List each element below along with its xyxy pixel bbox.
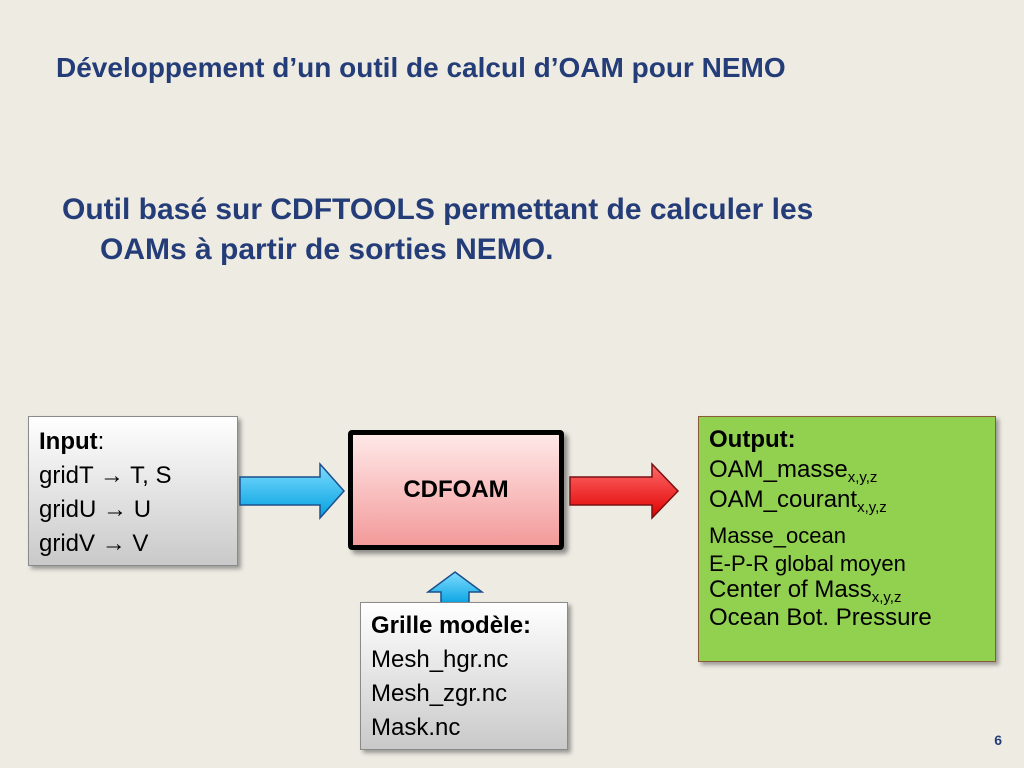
output-ocean-bot-pressure: Ocean Bot. Pressure bbox=[709, 604, 932, 631]
output-epr: E-P-R global moyen bbox=[709, 551, 906, 576]
grille-file: Mesh_zgr.nc bbox=[371, 680, 508, 707]
input-row-gridT: gridT → T, S bbox=[39, 462, 172, 489]
bullet-text: Outil basé sur CDFTOOLS permettant de ca… bbox=[62, 190, 962, 270]
output-box: Output: OAM_massex,y,z OAM_courantx,y,z … bbox=[698, 416, 996, 662]
cdfoam-box: CDFOAM bbox=[348, 430, 564, 550]
grille-box: Grille modèle: Mesh_hgr.nc Mesh_zgr.nc M… bbox=[360, 602, 568, 750]
right-arrow-icon: → bbox=[101, 530, 126, 557]
slide-number: 6 bbox=[994, 732, 1002, 748]
output-center-mass: Center of Massx,y,z bbox=[709, 576, 902, 606]
grille-file: Mask.nc bbox=[371, 714, 461, 741]
grille-flow-arrow bbox=[426, 571, 484, 606]
slide-title: Développement d’un outil de calcul d’OAM… bbox=[56, 52, 786, 83]
output-heading: Output: bbox=[709, 426, 796, 453]
grille-file: Mesh_hgr.nc bbox=[371, 646, 509, 673]
input-row-gridU: gridU → U bbox=[39, 496, 152, 523]
right-arrow-icon: → bbox=[103, 496, 128, 523]
right-arrow-icon: → bbox=[99, 462, 124, 489]
output-masse-ocean: Masse_ocean bbox=[709, 523, 846, 548]
output-flow-arrow bbox=[569, 462, 680, 520]
input-flow-arrow bbox=[239, 462, 346, 520]
input-heading: Input: bbox=[39, 428, 105, 455]
cdfoam-label: CDFOAM bbox=[403, 476, 509, 503]
bullet-line-2: OAMs à partir de sorties NEMO. bbox=[100, 233, 554, 266]
output-oam-masse: OAM_massex,y,z bbox=[709, 456, 878, 486]
grille-heading: Grille modèle: bbox=[371, 612, 532, 639]
bullet-line-1: Outil basé sur CDFTOOLS permettant de ca… bbox=[62, 193, 814, 226]
output-oam-courant: OAM_courantx,y,z bbox=[709, 486, 887, 516]
input-box: Input: gridT → T, S gridU → U gridV → V bbox=[28, 416, 238, 566]
input-row-gridV: gridV → V bbox=[39, 530, 149, 557]
